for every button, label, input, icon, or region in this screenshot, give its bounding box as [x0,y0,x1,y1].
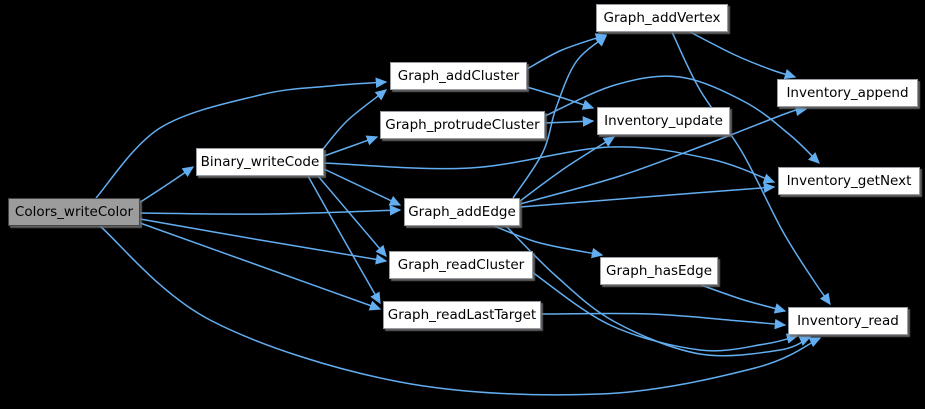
edges-group [95,31,831,396]
edge-graph_readCluster-to-inventory_read [531,271,799,352]
edge-binary_writeCode-to-inventory_getNext [323,146,776,184]
edge-binary_writeCode-to-graph_protrudeCluster [323,135,379,157]
node-graph_hasEdge[interactable]: Graph_hasEdge [600,257,718,285]
node-graph_addCluster[interactable]: Graph_addCluster [390,62,527,90]
edge-graph_readLastTarget-to-inventory_read [540,312,787,330]
edge-binary_writeCode-to-graph_readLastTarget [307,175,381,305]
node-inventory_update[interactable]: Inventory_update [597,107,730,135]
edge-graph_addCluster-to-graph_addVertex [526,33,608,70]
edge-colors_writeColor-to-inventory_read [99,225,822,396]
node-graph_protrudeCluster[interactable]: Graph_protrudeCluster [380,111,545,139]
edge-colors_writeColor-to-graph_readLastTarget [139,222,382,311]
node-inventory_append[interactable]: Inventory_append [777,79,918,107]
edge-graph_addEdge-to-graph_addVertex [512,35,607,199]
node-graph_readCluster[interactable]: Graph_readCluster [389,251,533,279]
edge-graph_addEdge-to-inventory_append [519,105,808,205]
node-inventory_getNext[interactable]: Inventory_getNext [778,167,920,195]
node-colors_writeColor: Colors_writeColor [8,198,140,226]
edge-colors_writeColor-to-graph_readCluster [139,218,388,265]
edge-graph_addEdge-to-inventory_getNext [519,182,776,208]
node-inventory_read[interactable]: Inventory_read [788,307,908,335]
edge-graph_addEdge-to-inventory_update [519,136,616,202]
edge-colors_writeColor-to-graph_addCluster [95,77,388,199]
edge-graph_addVertex-to-inventory_append [689,31,797,80]
edge-binary_writeCode-to-graph_addEdge [323,168,402,206]
edge-colors_writeColor-to-binary_writeCode [138,166,195,204]
node-graph_readLastTarget[interactable]: Graph_readLastTarget [383,301,541,329]
edge-colors_writeColor-to-graph_addEdge [139,205,402,216]
edge-graph_hasEdge-to-inventory_read [700,284,787,314]
edge-binary_writeCode-to-graph_readCluster [317,175,387,258]
node-graph_addVertex[interactable]: Graph_addVertex [596,4,728,32]
node-binary_writeCode[interactable]: Binary_writeCode [196,148,324,176]
edge-graph_addEdge-to-graph_hasEdge [493,225,604,259]
edge-graph_protrudeCluster-to-inventory_getNext [544,75,820,164]
edge-binary_writeCode-to-graph_addCluster [322,89,388,150]
edge-graph_protrudeCluster-to-inventory_update [544,116,595,127]
edge-graph_addVertex-to-inventory_read [671,31,831,306]
node-graph_addEdge[interactable]: Graph_addEdge [404,198,520,226]
